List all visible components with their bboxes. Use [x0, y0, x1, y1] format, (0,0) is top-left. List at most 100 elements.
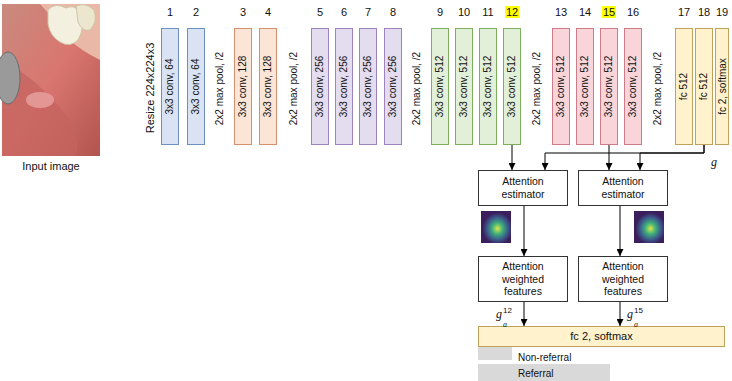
weighted-features: Attention weighted features [478, 256, 568, 302]
class-label: Non-referral [518, 352, 571, 363]
node-text: 3x3 conv, 512 [459, 56, 470, 118]
gum [40, 4, 100, 60]
layer-number: 17 [678, 6, 690, 18]
node-text: 3x3 conv, 256 [339, 56, 350, 118]
layer-number: 3 [240, 6, 246, 18]
pool-label: 2x2 max pool, /2 [289, 51, 300, 124]
pool-label: 2x2 max pool, /2 [532, 51, 543, 124]
label-holder: 11 [368, 0, 608, 24]
feature-superscript: 15 [634, 306, 643, 315]
conv-layer: 3x3 conv, 256 [359, 28, 377, 145]
node-text: 3x3 conv, 512 [556, 56, 567, 118]
label-holder: a [634, 313, 638, 331]
connector [524, 302, 525, 326]
node-text: 3x3 conv, 64 [191, 59, 202, 115]
layer-number: 1 [167, 6, 173, 18]
label-holder: 10 [344, 0, 584, 24]
feature-symbol: g [496, 307, 502, 321]
weighted-features: Attention weighted features [578, 256, 668, 302]
node-text: Referral [518, 368, 554, 379]
node-text: 3x3 conv, 64 [165, 59, 176, 115]
node-text: 3x3 conv, 256 [388, 56, 399, 118]
conv-layer: 3x3 conv, 512 [624, 28, 642, 145]
conv-layer: 3x3 conv, 64 [161, 28, 179, 145]
layer-number: 6 [341, 6, 347, 18]
layer-number: 2 [193, 6, 199, 18]
input-photo [0, 4, 100, 156]
label-holder: 12 [503, 299, 512, 317]
node-text: fc 512 [699, 73, 710, 100]
pool-label: 2x2 max pool, /2 [215, 51, 226, 124]
connector [512, 145, 513, 170]
node-text: 3x3 conv, 128 [238, 56, 249, 118]
pool-label: 2x2 max pool, /2 [412, 51, 423, 124]
conv-layer: 3x3 conv, 512 [503, 28, 521, 145]
node-text: fc 512 [679, 73, 690, 100]
label-holder: 8 [273, 0, 513, 24]
connector [620, 206, 621, 256]
label-holder: 7 [248, 0, 488, 24]
layer-number: 4 [265, 6, 271, 18]
label-holder: g [627, 304, 633, 322]
conv-layer: 3x3 conv, 512 [455, 28, 473, 145]
node-text: 3x3 conv, 256 [363, 56, 374, 118]
layer-number: 10 [458, 6, 470, 18]
connector [545, 145, 704, 170]
label-holder: 14 [465, 0, 705, 24]
label-holder: a [503, 313, 507, 331]
layer-number: 13 [555, 6, 567, 18]
node-text: 3x3 conv, 512 [483, 56, 494, 118]
label-holder: 12 [392, 0, 632, 24]
node-text: Attention estimator [483, 175, 563, 200]
connector [524, 206, 525, 256]
node-text: 3x3 conv, 512 [628, 56, 639, 118]
node-text: fc 2, softmax [570, 330, 632, 343]
lesion [26, 92, 54, 108]
connector [640, 145, 704, 170]
fc-layer: fc 512 [675, 28, 693, 145]
attention-map [481, 211, 511, 243]
feature-symbol: g [711, 155, 717, 169]
connector [609, 145, 610, 170]
probability-bar [478, 347, 512, 360]
node-text: 3x3 conv, 128 [263, 56, 274, 118]
attention-estimator: Attention estimator [578, 170, 668, 206]
layer-number: 5 [317, 6, 323, 18]
feature-superscript: 12 [503, 306, 512, 315]
layer-number: 18 [698, 6, 710, 18]
layer-number: 9 [437, 6, 443, 18]
label-holder: 2x2 max pool, /2 [297, 76, 537, 100]
conv-layer: 3x3 conv, 512 [479, 28, 497, 145]
label-holder: g [711, 152, 717, 170]
node-text: 3x3 conv, 512 [435, 56, 446, 118]
feature-subscript: a [634, 320, 638, 329]
node-text: 3x3 conv, 256 [315, 56, 326, 118]
node-text: 3x3 conv, 512 [604, 56, 615, 118]
label-holder: 3 [123, 0, 363, 24]
tooth [76, 5, 95, 31]
conv-layer: 3x3 conv, 512 [576, 28, 594, 145]
node-text: Attention weighted features [483, 260, 563, 298]
conv-layer: 3x3 conv, 64 [187, 28, 205, 145]
conv-layer: 3x3 conv, 256 [384, 28, 402, 145]
attention-estimator: Attention estimator [478, 170, 568, 206]
label-holder: 15 [634, 299, 643, 317]
label-holder: 19 [602, 0, 732, 24]
fc-layer: fc 2, softmax [715, 28, 729, 145]
feature-symbol: g [627, 307, 633, 321]
label-holder: 5 [200, 0, 440, 24]
layer-number: 12 [505, 6, 519, 18]
label-holder: 9 [320, 0, 560, 24]
pool-label: 2x2 max pool, /2 [653, 51, 664, 124]
instrument [0, 52, 20, 104]
layer-number: 19 [716, 6, 728, 18]
label-holder: 2x2 max pool, /2 [174, 76, 414, 100]
fc-layer: fc 512 [695, 28, 713, 145]
fc-layer: fc 2, softmax [478, 326, 725, 347]
node-text: 3x3 conv, 512 [507, 56, 518, 118]
label-holder: 2 [76, 0, 316, 24]
probability-bar: Referral [478, 364, 610, 381]
conv-layer: 3x3 conv, 512 [600, 28, 618, 145]
resize-label: Resize 224x224x3 [144, 43, 156, 134]
